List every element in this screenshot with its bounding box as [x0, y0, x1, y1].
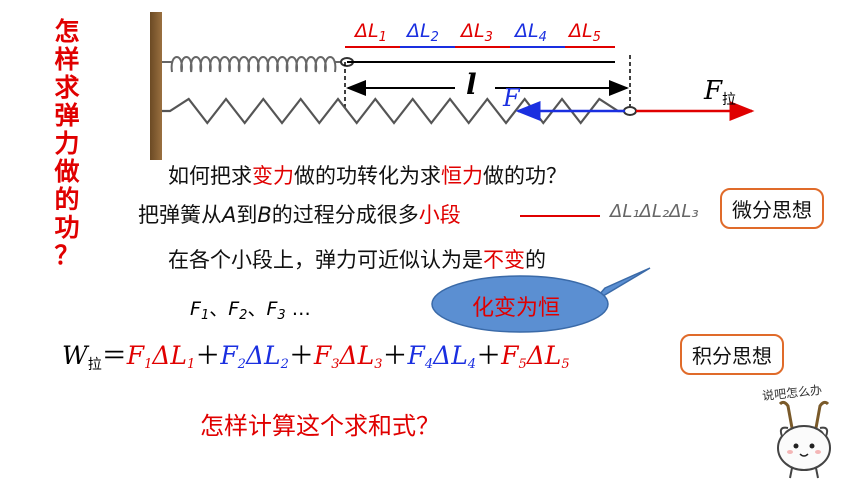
line-2: 把弹簧从A到B的过程分成很多小段	[138, 203, 461, 227]
length-label: l	[466, 68, 477, 101]
title-char: 弹	[54, 101, 80, 130]
small-segment-underline	[520, 215, 600, 217]
wall	[150, 12, 162, 160]
title-char: 样	[54, 45, 80, 74]
segment-label: ΔL2	[407, 20, 439, 45]
overlap-segments-text: ΔL₁ΔL₂ΔL₃	[610, 201, 699, 222]
title-char: 的	[54, 185, 80, 214]
question-text: 怎样计算这个求和式？	[200, 412, 440, 440]
title-char: 怎	[54, 17, 80, 46]
pull-force-label: F拉	[704, 76, 737, 108]
callout-weifen: 微分思想	[720, 188, 824, 229]
line-3: 在各个小段上，弹力可近似认为是不变的	[168, 248, 546, 272]
short-spring	[162, 56, 341, 73]
ellipse-callout	[431, 267, 651, 333]
callout-huabian: 化变为恒	[472, 296, 561, 321]
spring-force-label: F	[503, 84, 520, 112]
side-title: 怎 样 求 弹 力 做 的 功 ？	[50, 18, 84, 270]
segment-label: ΔL1	[355, 20, 387, 45]
segment-label: ΔL5	[569, 20, 601, 45]
title-char: 求	[54, 73, 80, 102]
title-char: ？	[54, 241, 80, 270]
callout-jifen: 积分思想	[680, 334, 784, 375]
long-spring	[162, 97, 624, 125]
forces-list: F1、F2、F3 …	[190, 298, 311, 323]
title-char: 功	[54, 213, 80, 242]
mascot-icon	[777, 400, 831, 479]
title-char: 力	[54, 129, 80, 158]
title-char: 做	[54, 157, 80, 186]
spring-diagram	[150, 12, 755, 160]
line-1: 如何把求变力做的功转化为求恒力做的功？	[168, 164, 567, 188]
point-b-ring	[623, 106, 637, 116]
segment-label: ΔL4	[515, 20, 547, 45]
work-formula: W拉＝F1ΔL1＋F2ΔL2＋F3ΔL3＋F4ΔL4＋F5ΔL5	[62, 341, 570, 373]
segment-label: ΔL3	[461, 20, 493, 45]
